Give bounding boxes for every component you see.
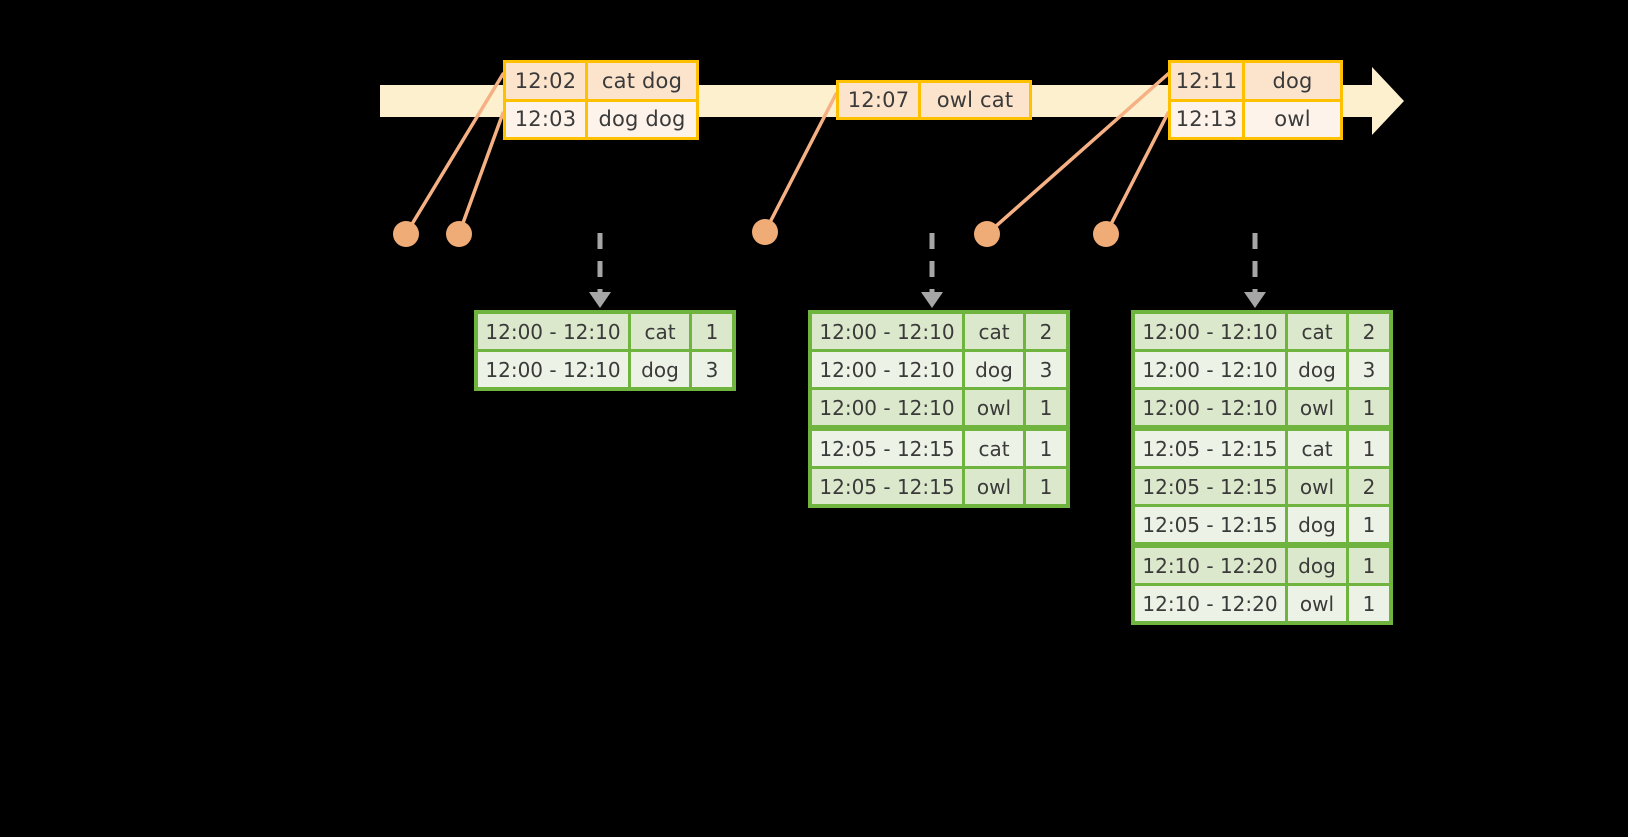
cell-window: 12:00 - 12:10 <box>478 352 628 387</box>
cell-window: 12:05 - 12:15 <box>812 431 962 466</box>
cell-word: dog <box>1288 548 1346 583</box>
event-group-2[interactable]: 12:07 owl cat <box>836 80 1032 120</box>
connector-2 <box>457 111 505 236</box>
cell-word: dog <box>1288 507 1346 542</box>
cell-count: 1 <box>1349 390 1389 425</box>
cell-count: 1 <box>1026 431 1066 466</box>
cell-word: cat <box>1288 431 1346 466</box>
cell-window: 12:00 - 12:10 <box>478 314 628 349</box>
cell-count: 2 <box>1026 314 1066 349</box>
cell-window: 12:00 - 12:10 <box>812 314 962 349</box>
cell-word: owl <box>1288 469 1346 504</box>
flow-arrow-1-head <box>589 292 611 308</box>
cell-word: cat <box>965 431 1023 466</box>
cell-count: 2 <box>1349 314 1389 349</box>
event-time: 12:03 <box>506 101 588 137</box>
cell-count: 1 <box>1026 469 1066 504</box>
event-time: 12:02 <box>506 63 588 99</box>
cell-word: dog <box>1288 352 1346 387</box>
cell-word: owl <box>1288 586 1346 621</box>
cell-word: cat <box>965 314 1023 349</box>
event-time: 12:11 <box>1171 63 1245 99</box>
cell-window: 12:00 - 12:10 <box>1135 390 1285 425</box>
event-row: 12:07 owl cat <box>839 83 1029 117</box>
event-dot-3 <box>752 219 778 245</box>
cell-count: 1 <box>1349 586 1389 621</box>
cell-word: dog <box>965 352 1023 387</box>
event-time: 12:07 <box>839 83 921 117</box>
cell-window: 12:05 - 12:15 <box>1135 507 1285 542</box>
cell-window: 12:00 - 12:10 <box>1135 352 1285 387</box>
cell-count: 1 <box>1349 431 1389 466</box>
event-group-3[interactable]: 12:11 dog 12:13 owl <box>1168 60 1343 140</box>
event-words: cat dog <box>601 68 683 93</box>
event-dot-2 <box>446 221 472 247</box>
event-words: dog <box>1272 68 1313 93</box>
event-row: 12:02 cat dog <box>506 63 696 99</box>
cell-window: 12:05 - 12:15 <box>812 469 962 504</box>
cell-count: 1 <box>692 314 732 349</box>
cell-window: 12:00 - 12:10 <box>812 352 962 387</box>
cell-window: 12:00 - 12:10 <box>812 390 962 425</box>
cell-window: 12:00 - 12:10 <box>1135 314 1285 349</box>
cell-count: 1 <box>1026 390 1066 425</box>
cell-count: 3 <box>1349 352 1389 387</box>
cell-window: 12:10 - 12:20 <box>1135 586 1285 621</box>
cell-count: 3 <box>692 352 732 387</box>
cell-word: owl <box>1288 390 1346 425</box>
connector-5 <box>1104 111 1170 236</box>
event-row: 12:13 owl <box>1171 98 1340 137</box>
event-words: dog dog <box>598 107 686 132</box>
event-dot-4 <box>974 221 1000 247</box>
flow-arrow-3-head <box>1244 292 1266 308</box>
event-group-1[interactable]: 12:02 cat dog 12:03 dog dog <box>503 60 699 140</box>
event-dot-5 <box>1093 221 1119 247</box>
cell-window: 12:05 - 12:15 <box>1135 431 1285 466</box>
cell-window: 12:05 - 12:15 <box>1135 469 1285 504</box>
cell-word: cat <box>1288 314 1346 349</box>
event-time: 12:13 <box>1171 101 1245 137</box>
cell-window: 12:10 - 12:20 <box>1135 548 1285 583</box>
time-axis-arrowhead <box>1372 67 1404 135</box>
cell-word: cat <box>631 314 689 349</box>
connector-3 <box>763 92 838 234</box>
cell-count: 1 <box>1349 548 1389 583</box>
cell-count: 1 <box>1349 507 1389 542</box>
event-row: 12:03 dog dog <box>506 98 696 137</box>
connector-1 <box>404 72 505 236</box>
event-dot-1 <box>393 221 419 247</box>
cell-word: owl <box>965 469 1023 504</box>
flow-arrow-2-head <box>921 292 943 308</box>
event-row: 12:11 dog <box>1171 63 1340 99</box>
cell-count: 3 <box>1026 352 1066 387</box>
event-words: owl cat <box>936 88 1014 112</box>
event-words: owl <box>1274 107 1311 132</box>
cell-count: 2 <box>1349 469 1389 504</box>
cell-word: owl <box>965 390 1023 425</box>
cell-word: dog <box>631 352 689 387</box>
